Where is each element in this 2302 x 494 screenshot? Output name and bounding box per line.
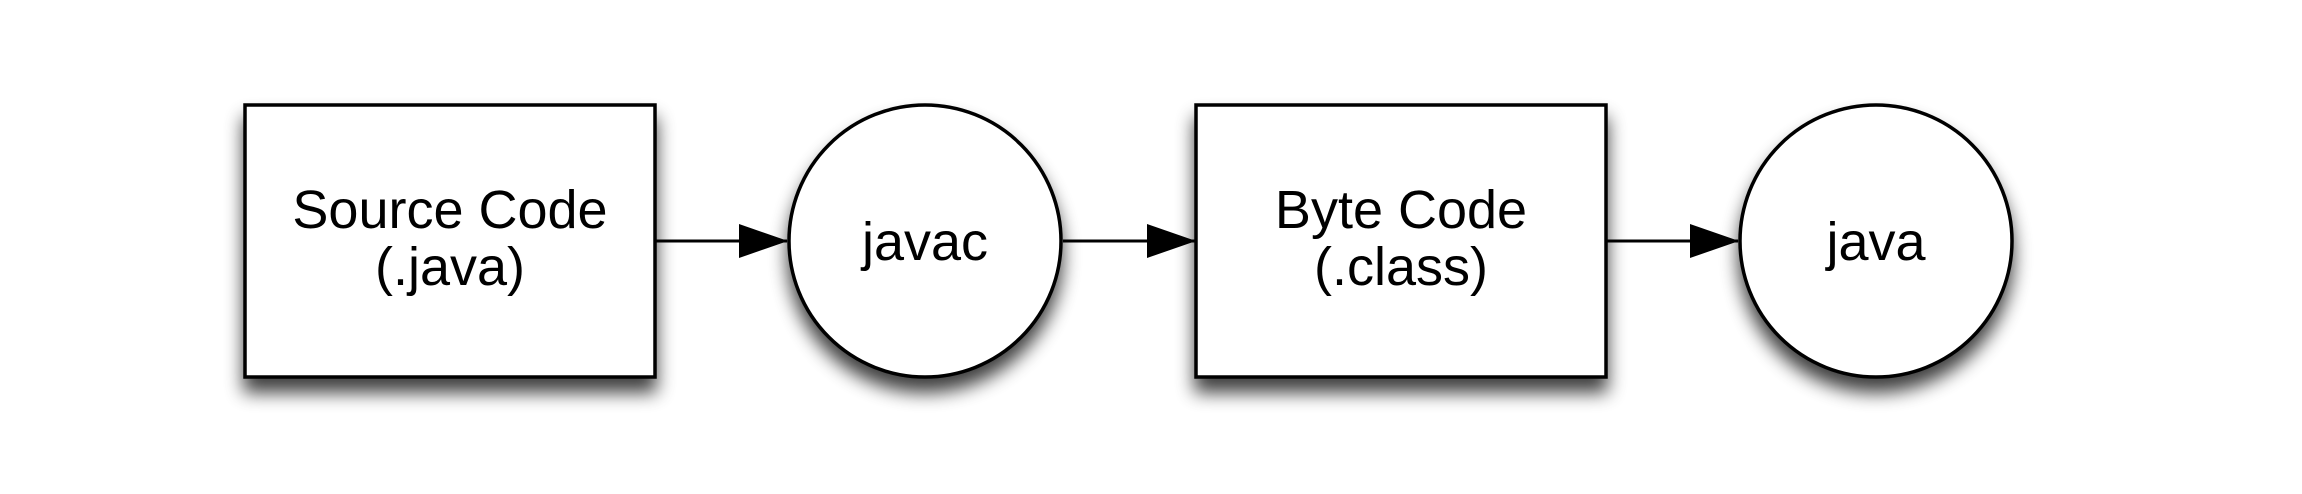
node-byte-code: Byte Code (.class)	[1194, 103, 1608, 379]
node-java-circle	[1738, 103, 2014, 379]
node-source-code-label-line1: Source Code	[292, 180, 607, 240]
node-java-label: java	[1824, 212, 1926, 272]
node-byte-code-label-line2: (.class)	[1314, 237, 1488, 297]
node-source-code-box	[243, 103, 657, 379]
node-java: java	[1738, 103, 2014, 379]
node-byte-code-box	[1194, 103, 1608, 379]
node-javac-label: javac	[860, 212, 988, 272]
node-javac-circle	[787, 103, 1063, 379]
node-byte-code-label-line1: Byte Code	[1275, 180, 1527, 240]
node-javac: javac	[787, 103, 1063, 379]
node-source-code-label-line2: (.java)	[375, 237, 525, 297]
node-source-code: Source Code (.java)	[243, 103, 657, 379]
